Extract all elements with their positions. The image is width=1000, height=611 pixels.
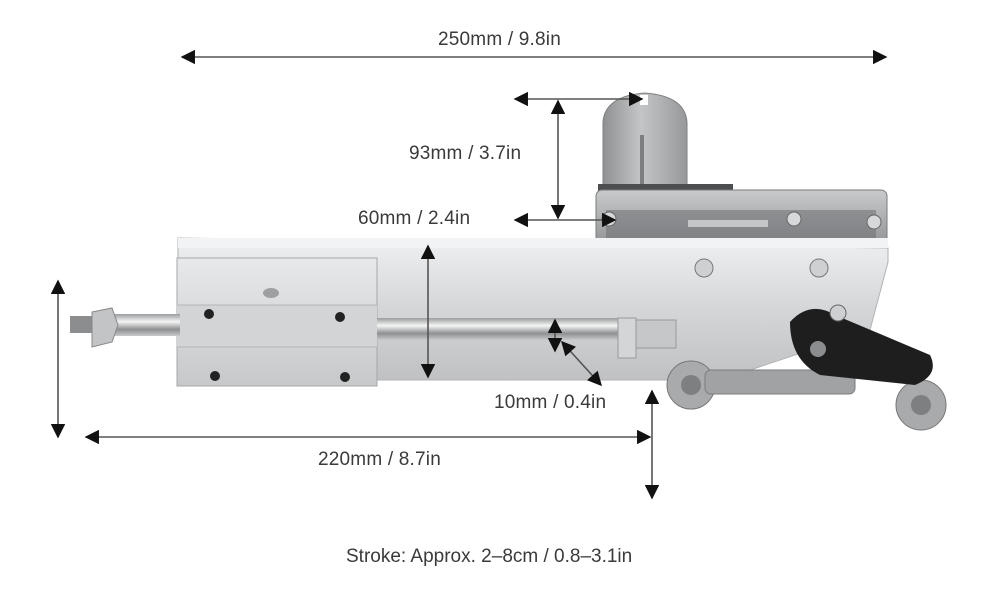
- bearing-block: [176, 257, 378, 387]
- rod-diameter-label: 10mm / 0.4in: [494, 392, 607, 413]
- rod-pointer-arrow: [561, 340, 602, 387]
- motor-height-label: 93mm / 3.7in: [409, 143, 522, 164]
- ball-joint-linkage: [666, 304, 947, 431]
- stroke-caption: Stroke: Approx. 2–8cm / 0.8–3.1in: [346, 546, 633, 567]
- overall-length-label: 250mm / 9.8in: [438, 29, 561, 50]
- dimension-arrows: [50, 49, 888, 500]
- body-height-label: 60mm / 2.4in: [358, 208, 471, 229]
- base-length-label: 220mm / 8.7in: [318, 449, 441, 470]
- dc-motor: [602, 92, 688, 190]
